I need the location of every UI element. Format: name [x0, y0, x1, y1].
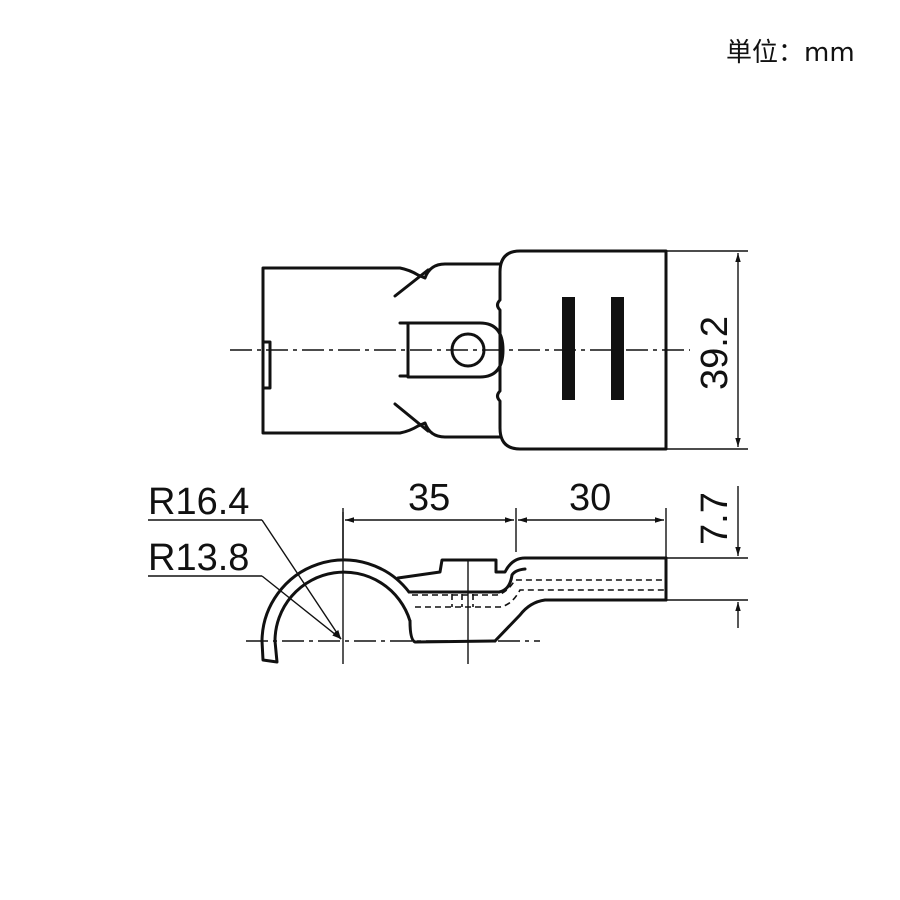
side-view: 35 30 7.7 R16.4 R13.8 — [148, 477, 748, 664]
dim-outer-radius-label: R16.4 — [148, 481, 249, 523]
dim-length-left-label: 35 — [408, 477, 450, 519]
side-view-hook-inner — [273, 570, 412, 643]
dim-length-right-label: 30 — [569, 477, 611, 519]
side-view-hidden-lines — [412, 579, 665, 608]
dim-inner-radius-label: R13.8 — [148, 537, 249, 579]
side-view-hook-tip — [260, 639, 279, 664]
dim-thickness-label: 7.7 — [694, 492, 736, 545]
top-view-clamp-block — [496, 249, 668, 451]
dim-inner-radius-leader — [261, 575, 342, 640]
dim-outer-radius-leader — [261, 519, 342, 640]
top-view: 39.2 — [230, 249, 748, 451]
top-view-bolt-tab — [398, 321, 505, 379]
top-view-marking-bar-left — [562, 297, 575, 400]
side-view-hook-outer — [260, 558, 411, 643]
top-view-tube-end-slot — [261, 340, 272, 390]
side-view-body-inner — [407, 567, 527, 594]
dim-height-label: 39.2 — [694, 316, 736, 390]
side-view-hook-base — [408, 619, 497, 644]
top-view-bolt-hole — [450, 332, 486, 368]
units-label: 単位：mm — [726, 38, 855, 68]
top-view-crimp-lines — [393, 268, 430, 433]
top-view-marking-bar-right — [611, 297, 624, 400]
side-view-body-top — [396, 556, 668, 643]
